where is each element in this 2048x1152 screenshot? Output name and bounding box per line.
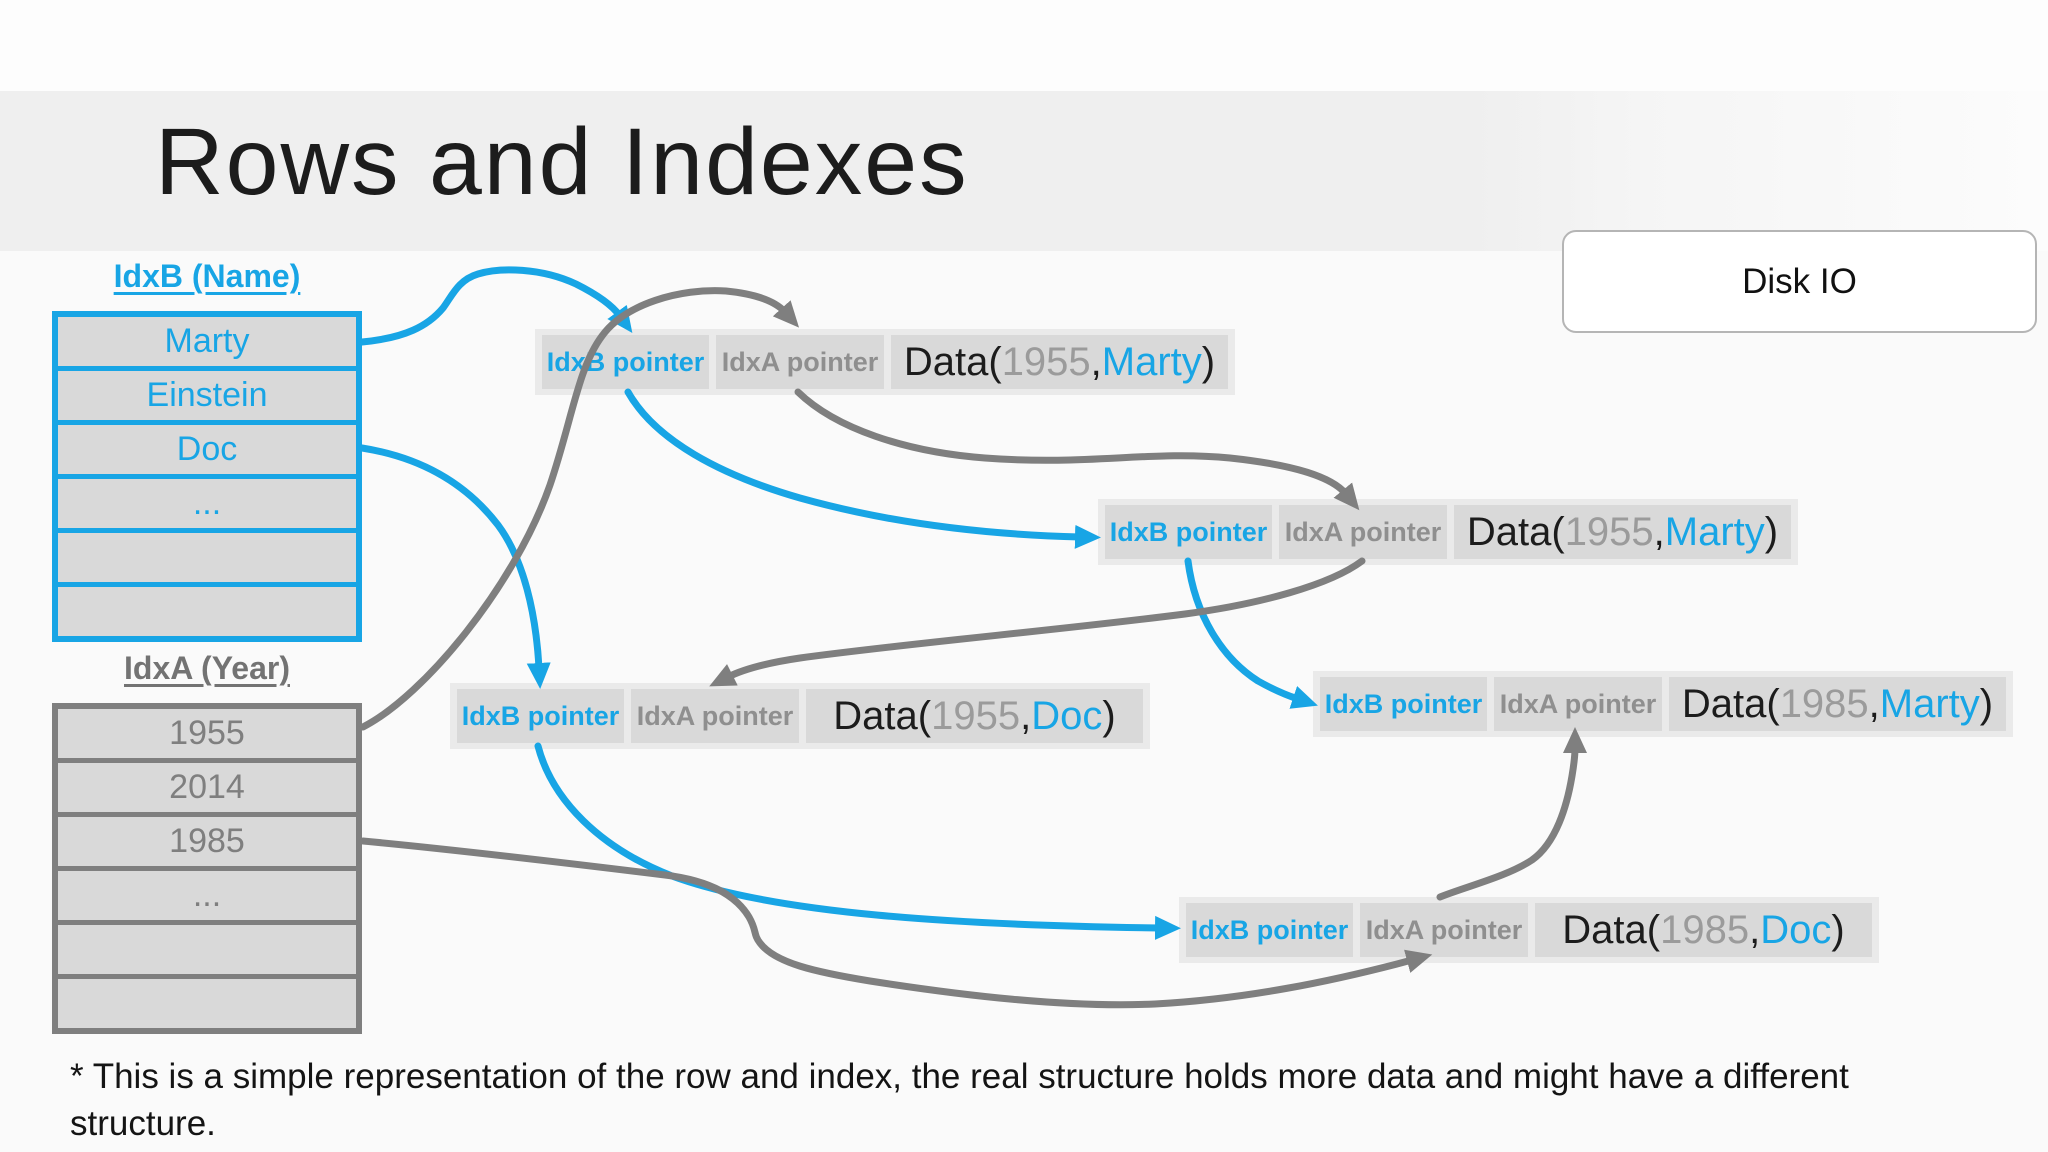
arrow-record1-to-record2-idxa	[794, 388, 1360, 511]
arrow-record3-to-record5-idxb	[534, 742, 1181, 940]
record5-idxb-pointer: IdxB pointer	[1186, 903, 1353, 957]
record-1955-marty-a: IdxB pointer IdxA pointer Data(1955,Mart…	[535, 329, 1235, 395]
idxb-row-empty-2	[58, 587, 356, 636]
disk-io-label: Disk IO	[1742, 261, 1857, 301]
arrow-record2-to-record4-idxb	[1184, 557, 1318, 709]
record4-idxa-pointer: IdxA pointer	[1494, 677, 1662, 731]
record3-idxb-pointer: IdxB pointer	[457, 689, 624, 743]
idxb-index-table: Marty Einstein Doc ...	[52, 311, 362, 642]
idxa-row-ellipsis: ...	[58, 871, 356, 925]
idxa-row-1955: 1955	[58, 709, 356, 763]
record2-idxb-pointer: IdxB pointer	[1105, 505, 1272, 559]
record-1985-marty: IdxB pointer IdxA pointer Data(1985,Mart…	[1313, 671, 2013, 737]
record2-idxa-pointer: IdxA pointer	[1279, 505, 1447, 559]
disk-io-box: Disk IO	[1562, 230, 2037, 333]
idxb-row-doc: Doc	[58, 425, 356, 479]
page-title: Rows and Indexes	[155, 109, 969, 215]
record2-data: Data(1955,Marty)	[1454, 505, 1791, 559]
record1-data: Data(1955,Marty)	[891, 335, 1228, 389]
record3-data: Data(1955,Doc)	[806, 689, 1143, 743]
record-1985-doc: IdxB pointer IdxA pointer Data(1985,Doc)	[1179, 897, 1879, 963]
arrow-record2-to-record3-idxa	[709, 557, 1366, 687]
idxb-row-einstein: Einstein	[58, 371, 356, 425]
record-1955-doc: IdxB pointer IdxA pointer Data(1955,Doc)	[450, 683, 1150, 749]
footnote: * This is a simple representation of the…	[70, 1057, 1849, 1143]
top-white-band	[0, 0, 2048, 91]
title-band	[0, 91, 2048, 251]
arrow-record5-to-record4-idxa	[1436, 727, 1587, 901]
arrow-idxb-doc-to-record3	[358, 444, 551, 689]
idxb-row-ellipsis: ...	[58, 479, 356, 533]
idxa-row-1985: 1985	[58, 817, 356, 871]
arrow-record1-to-record2-idxb	[624, 388, 1101, 549]
idxa-row-2014: 2014	[58, 763, 356, 817]
record4-idxb-pointer: IdxB pointer	[1320, 677, 1487, 731]
idxa-index-title: IdxA (Year)	[124, 650, 290, 686]
record5-idxa-pointer: IdxA pointer	[1360, 903, 1528, 957]
idxb-row-empty-1	[58, 533, 356, 587]
idxb-row-marty: Marty	[58, 317, 356, 371]
record-1955-marty-b: IdxB pointer IdxA pointer Data(1955,Mart…	[1098, 499, 1798, 565]
record4-data: Data(1985,Marty)	[1669, 677, 2006, 731]
idxa-row-empty-1	[58, 925, 356, 979]
record1-idxb-pointer: IdxB pointer	[542, 335, 709, 389]
record1-idxa-pointer: IdxA pointer	[716, 335, 884, 389]
record3-idxa-pointer: IdxA pointer	[631, 689, 799, 743]
idxb-index-title: IdxB (Name)	[113, 258, 301, 294]
idxa-row-empty-2	[58, 979, 356, 1028]
idxa-index-table: 1955 2014 1985 ...	[52, 703, 362, 1034]
record5-data: Data(1985,Doc)	[1535, 903, 1872, 957]
